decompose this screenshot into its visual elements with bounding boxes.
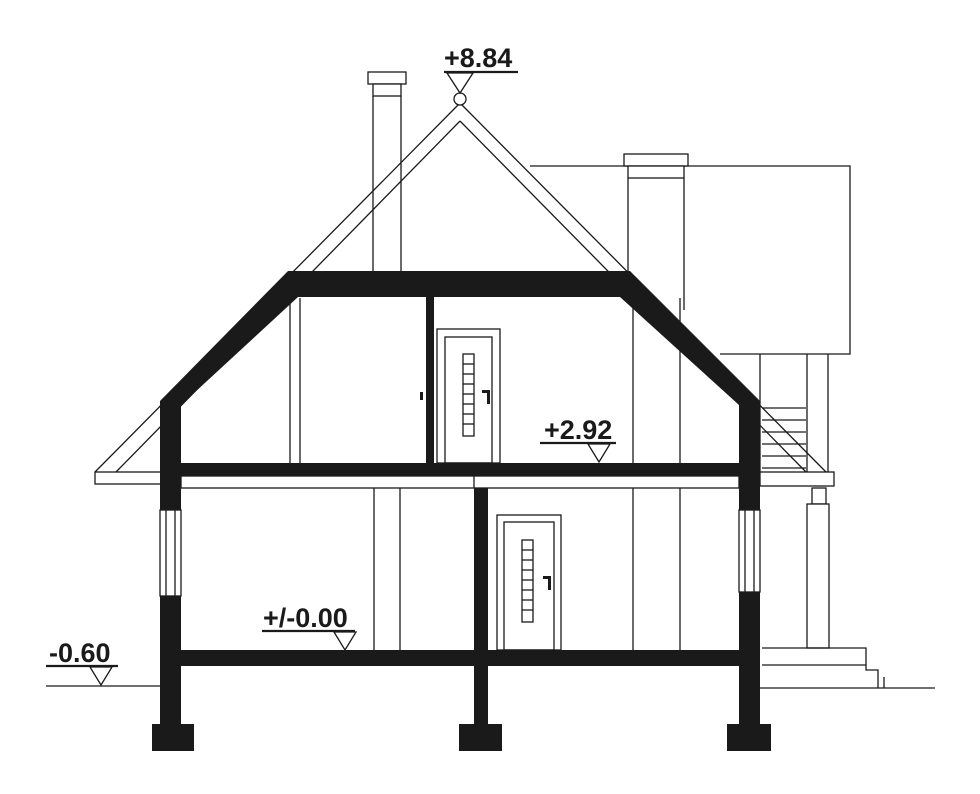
level-marker-ground-floor: +/-0.00	[262, 603, 358, 652]
level-triangle-icon	[445, 72, 475, 95]
level-terrain-label: -0.60	[49, 638, 111, 668]
right-wall	[739, 476, 760, 510]
level-ridge-label: +8.84	[444, 43, 512, 73]
level-marker-terrain: -0.60	[46, 638, 118, 687]
middle-wall	[474, 476, 488, 724]
left-wall	[160, 476, 181, 510]
door-ground	[496, 514, 562, 651]
chimney-right	[623, 153, 689, 650]
first-floor-slab	[160, 463, 760, 476]
section-cut	[152, 271, 771, 751]
door-handle-icon	[548, 576, 551, 590]
door-attic	[420, 328, 501, 464]
level-triangle-icon	[88, 666, 114, 687]
chimney-left	[367, 71, 407, 650]
ceiling-band	[180, 475, 740, 489]
left-footing	[152, 724, 194, 751]
level-marker-first-floor: +2.92	[540, 415, 616, 464]
middle-footing	[459, 724, 502, 751]
window-left	[159, 509, 182, 597]
level-triangle-icon	[332, 631, 358, 652]
level-ground-floor-label: +/-0.00	[263, 603, 348, 633]
level-first-floor-label: +2.92	[544, 415, 612, 445]
attic-partition	[426, 297, 434, 463]
stair-rails	[762, 407, 806, 469]
level-triangle-icon	[586, 443, 612, 464]
door-handle-icon	[487, 390, 490, 404]
right-footing	[727, 724, 771, 751]
ground-line	[46, 685, 935, 689]
porch-column	[806, 487, 830, 649]
level-marker-ridge: +8.84	[444, 43, 518, 95]
ground-floor-slab	[160, 650, 760, 666]
window-right	[738, 509, 761, 593]
attic-studs	[289, 298, 301, 464]
entrance-steps	[762, 647, 885, 688]
